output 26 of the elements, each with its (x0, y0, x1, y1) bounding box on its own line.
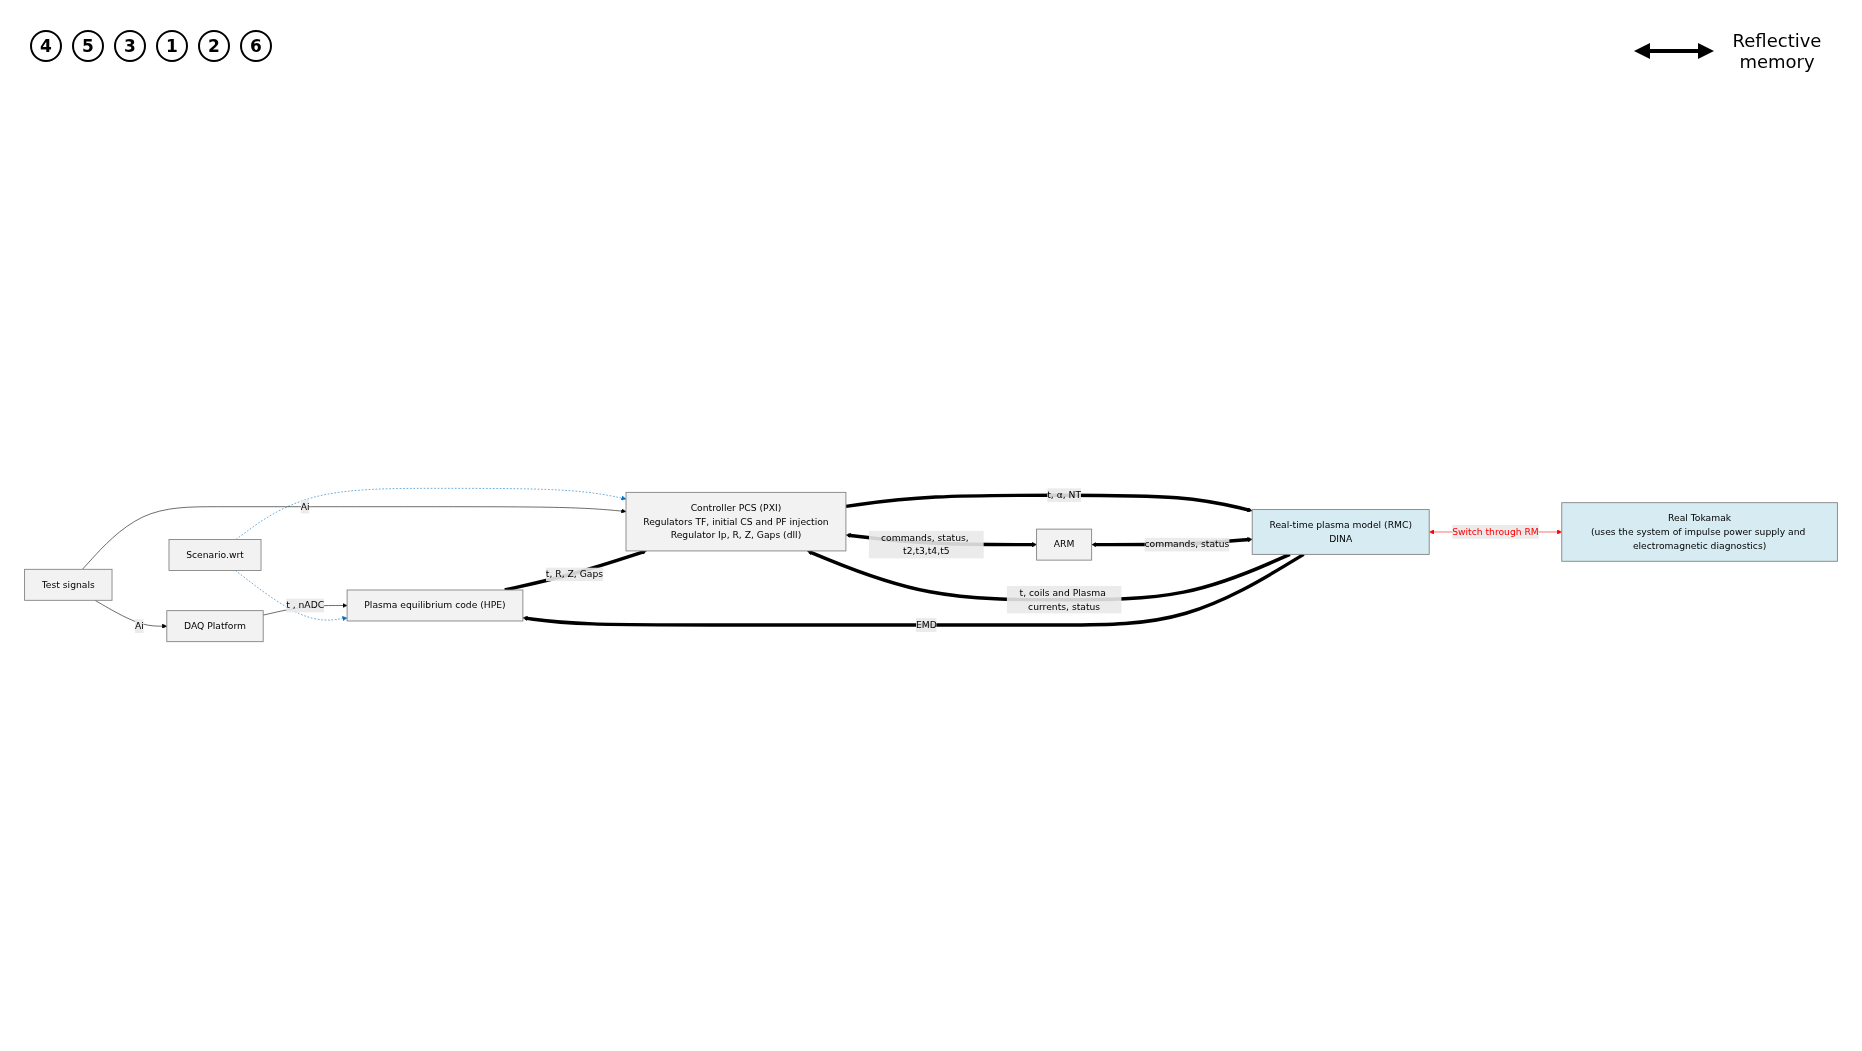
node-box: Real Tokamak (uses the system of impulse power supply and electromagnetic diagnostics) (1561, 502, 1838, 562)
callout-number: 4 (30, 30, 62, 62)
node-box: DAQ Platform (166, 610, 264, 643)
callout-number: 3 (114, 30, 146, 62)
callout-number: 6 (240, 30, 272, 62)
node-box: Controller PCS (PXI) Regulators TF, initial CS and PF injection Regulator Ip, R, Z, Gaps (dll) (625, 491, 847, 552)
edge-label: t, α, NT (1047, 489, 1082, 501)
edge-label: commands, status, t2,t3,t4,t5 (881, 531, 969, 557)
callout-number: 2 (198, 30, 230, 62)
edge-label: commands, status (1144, 538, 1230, 550)
node-box: Plasma equilibrium code (HPE) (346, 589, 524, 622)
edge-label: Ai (300, 500, 310, 512)
callout-number: 1 (156, 30, 188, 62)
callout-number: 5 (72, 30, 104, 62)
legend-label: Reflective memory (1731, 30, 1823, 72)
arrow (845, 493, 1253, 513)
edge-label: Switch through RM (1452, 526, 1539, 538)
node-box: ARM (1036, 528, 1093, 561)
edge-label: t, R, Z, Gaps (545, 568, 604, 580)
node-box: Scenario.wrt (168, 539, 262, 571)
edge-label: t , nADC (286, 599, 325, 611)
edge-label: Ai (135, 620, 144, 632)
edge-label: EMD (915, 619, 937, 631)
node-box: Real-time plasma model (RMC) DINA (1251, 509, 1430, 555)
node-box: Test signals (24, 568, 113, 601)
edge-label: t, coils and Plasma currents, status (1019, 587, 1106, 612)
